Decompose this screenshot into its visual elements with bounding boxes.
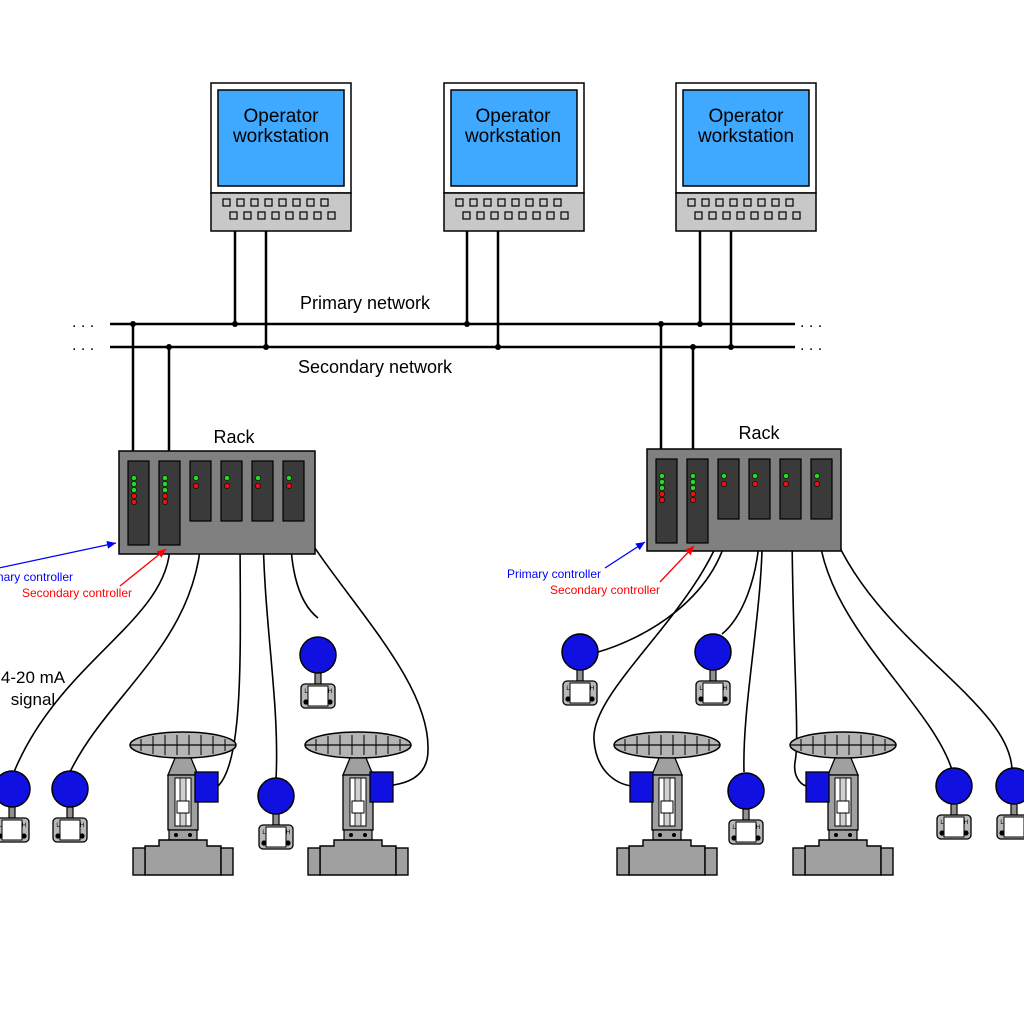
secondary-controller-card[interactable]: [158, 460, 181, 546]
secondary-controller-card[interactable]: [686, 458, 709, 544]
io-card-icon[interactable]: [251, 460, 274, 522]
io-card-icon[interactable]: [748, 458, 771, 520]
transmitter-icon[interactable]: [0, 770, 31, 843]
control-valve-left-1[interactable]: [129, 731, 237, 876]
secondary-controller-label: Secondary controller: [550, 583, 660, 597]
secondary-controller-label: Secondary controller: [22, 586, 132, 600]
rack-title: Rack: [213, 427, 255, 447]
control-valve-icon: [304, 731, 412, 876]
primary-controller-arrow: [0, 540, 117, 569]
valve-positioner-icon: [629, 771, 654, 803]
transmitter-icon[interactable]: [995, 767, 1024, 840]
control-valve-right-2[interactable]: [789, 731, 897, 876]
secondary-controller-arrow: [119, 548, 167, 587]
network-continuation-right-secondary: . . .: [800, 337, 822, 354]
workstation-label-line1: Operator: [709, 106, 785, 127]
io-card-icon[interactable]: [810, 458, 833, 520]
control-valve-right-1[interactable]: [613, 731, 721, 876]
workstation-network-drops: [232, 231, 734, 350]
rack-title: Rack: [738, 423, 780, 443]
signal-label-line1: 4-20 mA: [1, 668, 66, 687]
workstation-label-line2: workstation: [697, 126, 794, 147]
signal-label-line2: signal: [11, 690, 55, 709]
primary-controller-label: Primary controller: [0, 570, 73, 584]
workstation-label-line1: Operator: [476, 106, 552, 127]
control-valve-icon: [613, 731, 721, 876]
network-continuation-right-primary: . . .: [800, 314, 822, 331]
control-valve-left-2[interactable]: [304, 731, 412, 876]
network-continuation-left-secondary: . . .: [72, 337, 94, 354]
control-valve-icon: [789, 731, 897, 876]
io-card-icon[interactable]: [779, 458, 802, 520]
transmitter-icon[interactable]: [935, 767, 973, 840]
rack-left[interactable]: Rack: [118, 427, 316, 555]
rack-right[interactable]: Rack: [646, 423, 842, 552]
transmitter-icon[interactable]: [257, 777, 295, 850]
io-card-icon[interactable]: [220, 460, 243, 522]
valve-positioner-icon: [805, 771, 830, 803]
workstation-label-line1: Operator: [244, 106, 320, 127]
io-card-icon[interactable]: [282, 460, 305, 522]
valve-positioner-icon: [194, 771, 219, 803]
primary-controller-card[interactable]: [655, 458, 678, 544]
secondary-controller-arrow: [659, 545, 695, 583]
secondary-network-label: Secondary network: [298, 357, 453, 377]
io-card-icon[interactable]: [717, 458, 740, 520]
network-continuation-left-primary: . . .: [72, 314, 94, 331]
io-card-icon[interactable]: [189, 460, 212, 522]
workstation-label-line2: workstation: [464, 126, 561, 147]
operator-workstation-2[interactable]: Operator workstation: [443, 82, 585, 232]
primary-controller-card[interactable]: [127, 460, 150, 546]
rack-network-drops: [130, 321, 696, 451]
control-valve-icon: [129, 731, 237, 876]
transmitter-icon[interactable]: [694, 633, 732, 706]
transmitter-icon[interactable]: [51, 770, 89, 843]
valve-positioner-icon: [369, 771, 394, 803]
transmitter-icon[interactable]: [727, 772, 765, 845]
transmitter-icon[interactable]: [561, 633, 599, 706]
operator-workstation-1[interactable]: Operator workstation: [210, 82, 352, 232]
operator-workstation-3[interactable]: Operator workstation: [675, 82, 817, 232]
primary-controller-arrow: [604, 541, 646, 569]
workstation-label-line2: workstation: [232, 126, 329, 147]
transmitter-icon[interactable]: [299, 636, 337, 709]
primary-network-label: Primary network: [300, 293, 431, 313]
primary-controller-label: Primary controller: [507, 567, 601, 581]
